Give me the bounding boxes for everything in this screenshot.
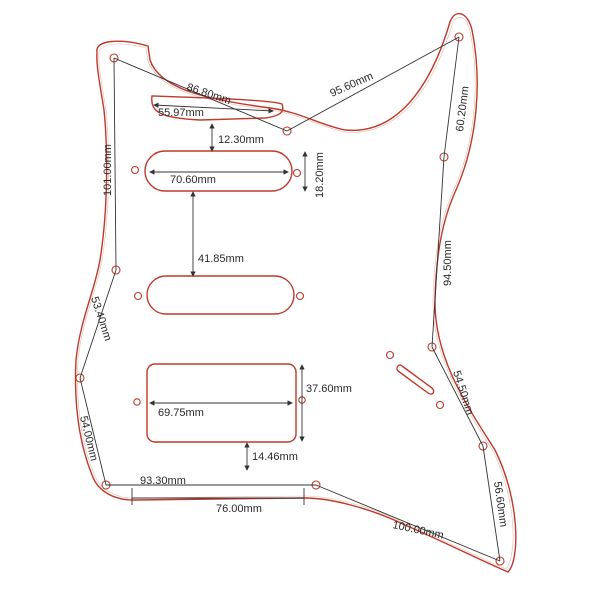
switch-hole (385, 350, 395, 360)
label-18-20: 18.20mm (314, 152, 326, 198)
label-53-40: 53.40mm (88, 295, 114, 342)
dim-line-55-97 (153, 102, 274, 114)
label-100-00: 100.00mm (391, 519, 444, 542)
dim-line-54-00 (79, 377, 107, 486)
middle-pickup-slot (146, 275, 295, 315)
label-37-60: 37.60mm (306, 383, 352, 395)
switch-slot (396, 364, 435, 395)
label-70-60: 70.60mm (170, 174, 216, 186)
dim-line-94-50 (431, 156, 445, 348)
dim-line-101-00 (113, 57, 117, 271)
pickguard-outline (74, 12, 517, 573)
mount-hole (133, 291, 143, 301)
label-101-00: 101.00mm (102, 144, 114, 196)
dim-line-54-50 (431, 346, 484, 447)
dim-line-86-80 (113, 57, 288, 132)
dim-line-95-60 (286, 36, 460, 132)
label-93-30: 93.30mm (140, 475, 186, 487)
label-60-20: 60.20mm (454, 85, 471, 132)
label-54-50: 54.50mm (450, 369, 476, 416)
mount-hole (295, 291, 305, 301)
dim-line-53-40 (79, 269, 117, 379)
switch-hole (435, 400, 445, 410)
dim-line-56-60 (482, 445, 501, 562)
label-12-30: 12.30mm (218, 134, 264, 146)
bridge-humbucker-slot (146, 363, 297, 443)
label-14-46: 14.46mm (252, 451, 298, 463)
mount-hole (130, 165, 140, 175)
label-69-75: 69.75mm (158, 407, 204, 419)
label-86-80: 86.80mm (185, 81, 232, 107)
label-55-97: 55.97mm (158, 107, 204, 119)
dim-line-100-00 (315, 484, 501, 562)
mount-hole (292, 168, 302, 178)
label-76-00: 76.00mm (216, 503, 262, 515)
neck-pocket-edge (151, 95, 284, 121)
neck-pickup-slot (144, 150, 293, 192)
pickguard-outline-inner (77, 17, 514, 570)
label-94-50: 94.50mm (442, 240, 454, 286)
mount-hole (133, 398, 141, 406)
dim-line-60-20 (443, 36, 460, 158)
label-41-85: 41.85mm (198, 253, 244, 265)
